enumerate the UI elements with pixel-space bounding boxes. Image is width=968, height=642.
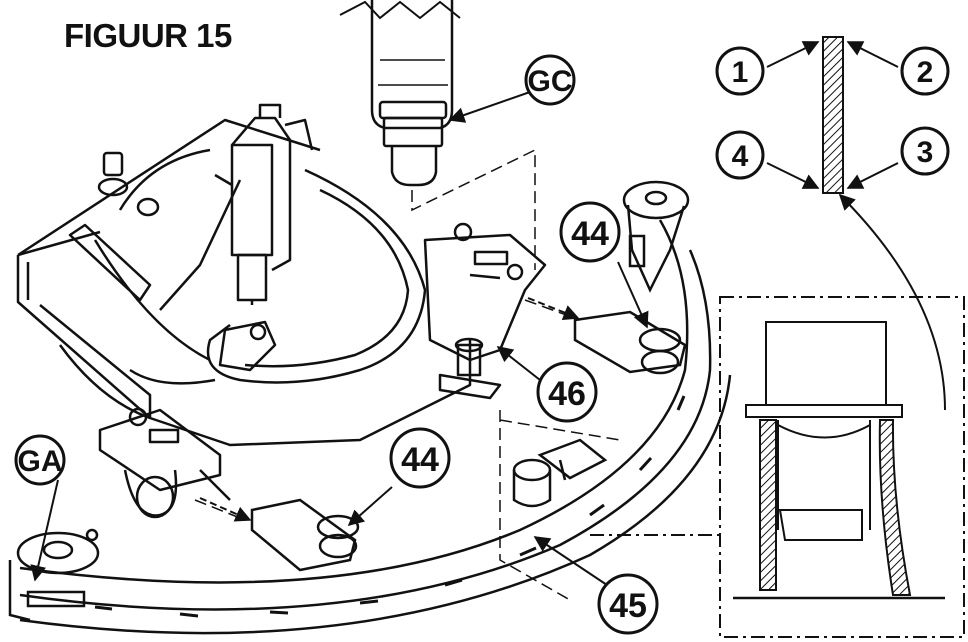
callout-1-label: 1	[732, 56, 749, 89]
callout-44-right: 44	[559, 201, 621, 263]
callout-4-label: 4	[732, 140, 749, 173]
callout-1: 1	[715, 46, 765, 96]
insert-direction-arrows	[199, 297, 580, 522]
callout-44-right-label: 44	[571, 215, 609, 253]
squeegee-frame	[16, 103, 547, 519]
callout-3: 3	[900, 126, 950, 176]
callout-45: 45	[597, 573, 659, 635]
callout-45-label: 45	[609, 587, 647, 625]
suction-hose	[339, 0, 461, 187]
callout-gc-label: GC	[528, 65, 573, 98]
callout-2: 2	[900, 46, 950, 96]
detail-view-contents	[733, 321, 945, 600]
callout-ga-label: GA	[18, 445, 63, 478]
callout-gc: GC	[524, 54, 576, 106]
callout-2-label: 2	[917, 56, 934, 89]
squeegee-blade	[8, 180, 732, 635]
blade-cross-section	[822, 36, 844, 194]
detail-view-box	[590, 296, 965, 638]
callout-46: 46	[536, 361, 598, 423]
callout-46-label: 46	[548, 375, 586, 413]
callout-3-label: 3	[917, 136, 934, 169]
callout-4: 4	[715, 130, 765, 180]
callout-ga: GA	[14, 434, 66, 486]
figure-title: FIGUUR 15	[64, 17, 232, 54]
leader-arrows	[30, 41, 946, 586]
callout-44-left: 44	[389, 427, 451, 489]
callout-44-left-label: 44	[401, 441, 439, 479]
